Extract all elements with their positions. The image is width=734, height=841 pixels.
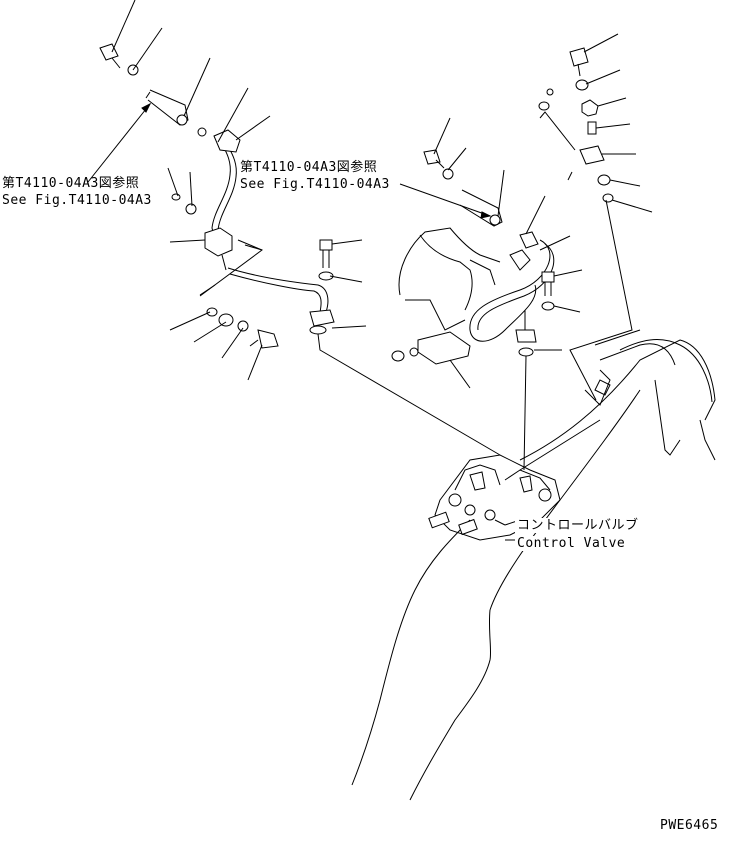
- mid-bracket-outline: [398, 227, 501, 331]
- ref-label-left-en: See Fig.T4110-04A3: [2, 193, 152, 208]
- control-valve-label-jp: コントロールバルブ: [515, 518, 641, 533]
- ref-label-mid-en: See Fig.T4110-04A3: [240, 177, 390, 192]
- leader-lines: [87, 0, 653, 541]
- left-hose-assembly: [99, 43, 335, 349]
- ref-label-left-jp: 第T4110-04A3図参照: [2, 176, 140, 191]
- drawing-code: PWE6465: [660, 818, 719, 833]
- right-hose-assembly: [391, 47, 614, 396]
- control-valve-label-en: Control Valve: [515, 536, 628, 551]
- control-valve: [428, 454, 561, 541]
- ref-label-mid-jp: 第T4110-04A3図参照: [240, 160, 378, 175]
